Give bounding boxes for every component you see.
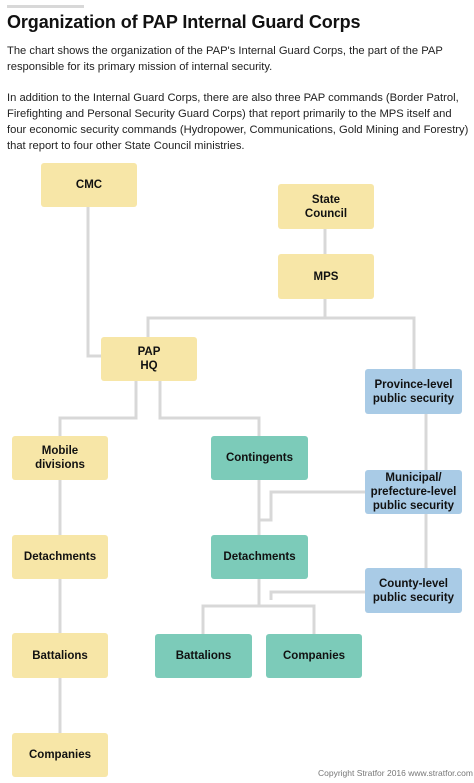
connector-paphq-contingents xyxy=(158,380,261,436)
connector-county-mid xyxy=(269,590,365,600)
node-detachments-mid: Detachments xyxy=(211,535,308,579)
node-cmc: CMC xyxy=(41,163,137,207)
node-companies-left: Companies xyxy=(12,733,108,777)
node-companies-mid: Companies xyxy=(266,634,362,678)
node-pap-hq: PAP HQ xyxy=(101,337,197,381)
node-mobile-divisions: Mobile divisions xyxy=(12,436,108,480)
node-contingents: Contingents xyxy=(211,436,308,480)
node-mps: MPS xyxy=(278,254,374,299)
connector-mps-paphq xyxy=(146,316,416,369)
copyright-footer: Copyright Stratfor 2016 www.stratfor.com xyxy=(318,768,473,778)
node-county-public-security: County-level public security xyxy=(365,568,462,613)
intro-paragraph: The chart shows the organization of the … xyxy=(7,45,443,73)
node-battalions-left: Battalions xyxy=(12,633,108,678)
connector-split-battalions-companies xyxy=(201,604,316,634)
detail-paragraph: In addition to the Internal Guard Corps,… xyxy=(7,92,469,152)
node-state-council: State Council xyxy=(278,184,374,229)
node-province-public-security: Province-level public security xyxy=(365,369,462,414)
node-municipal-public-security: Municipal/ prefecture-level public secur… xyxy=(365,470,462,514)
page-title: Organization of PAP Internal Guard Corps xyxy=(7,12,361,32)
node-detachments-left: Detachments xyxy=(12,535,108,579)
connector-cmc-paphq xyxy=(86,207,101,358)
connector-municipal-mid xyxy=(259,490,365,522)
connector-paphq-mobile xyxy=(58,380,138,436)
node-battalions-mid: Battalions xyxy=(155,634,252,678)
top-accent-bar xyxy=(7,5,84,8)
